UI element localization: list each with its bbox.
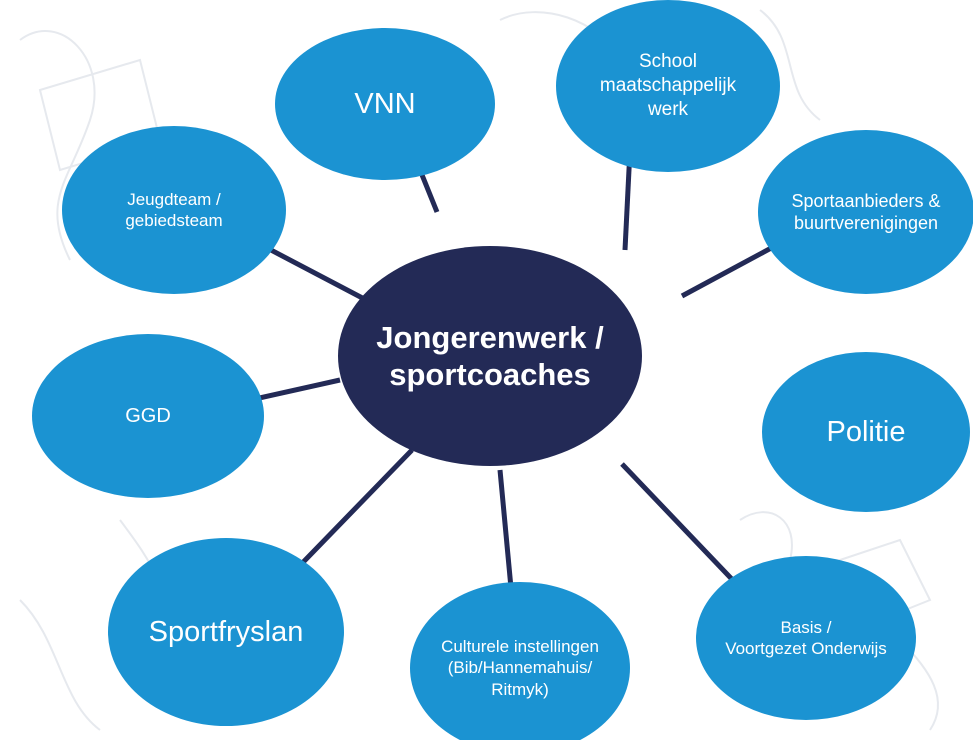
node-politie <box>762 352 970 512</box>
node-center <box>338 246 642 466</box>
node-label-vnn: VNN <box>354 87 416 120</box>
node-vnn <box>275 28 495 180</box>
node-label-jeugdteam: Jeugdteam / gebiedsteam <box>125 189 223 230</box>
node-school <box>556 0 780 172</box>
node-sportfryslan <box>108 538 344 726</box>
node-jeugdteam <box>62 126 286 294</box>
node-ggd <box>32 334 264 498</box>
node-label-sportfryslan: Sportfryslan <box>148 615 304 648</box>
node-label-politie: Politie <box>826 415 906 448</box>
node-label-sportaanbieders: Sportaanbieders & buurtverenigingen <box>791 190 941 234</box>
node-label-school: School maatschappelijk werk <box>599 51 737 120</box>
node-culturele <box>410 582 630 740</box>
node-label-ggd: GGD <box>125 404 171 427</box>
node-basis <box>696 556 916 720</box>
center-label: Jongerenwerk / sportcoaches <box>376 319 604 392</box>
watermark-stroke <box>19 30 96 261</box>
watermark-stroke <box>739 511 793 561</box>
node-label-culturele: Culturele instellingen (Bib/Hannemahuis/… <box>441 637 599 699</box>
node-label-basis: Basis / Voortgezet Onderwijs <box>725 617 887 658</box>
node-ellipses <box>32 0 973 740</box>
node-sportaanbieders <box>758 130 973 294</box>
watermark-stroke <box>759 9 821 121</box>
watermark-stroke <box>19 599 101 731</box>
